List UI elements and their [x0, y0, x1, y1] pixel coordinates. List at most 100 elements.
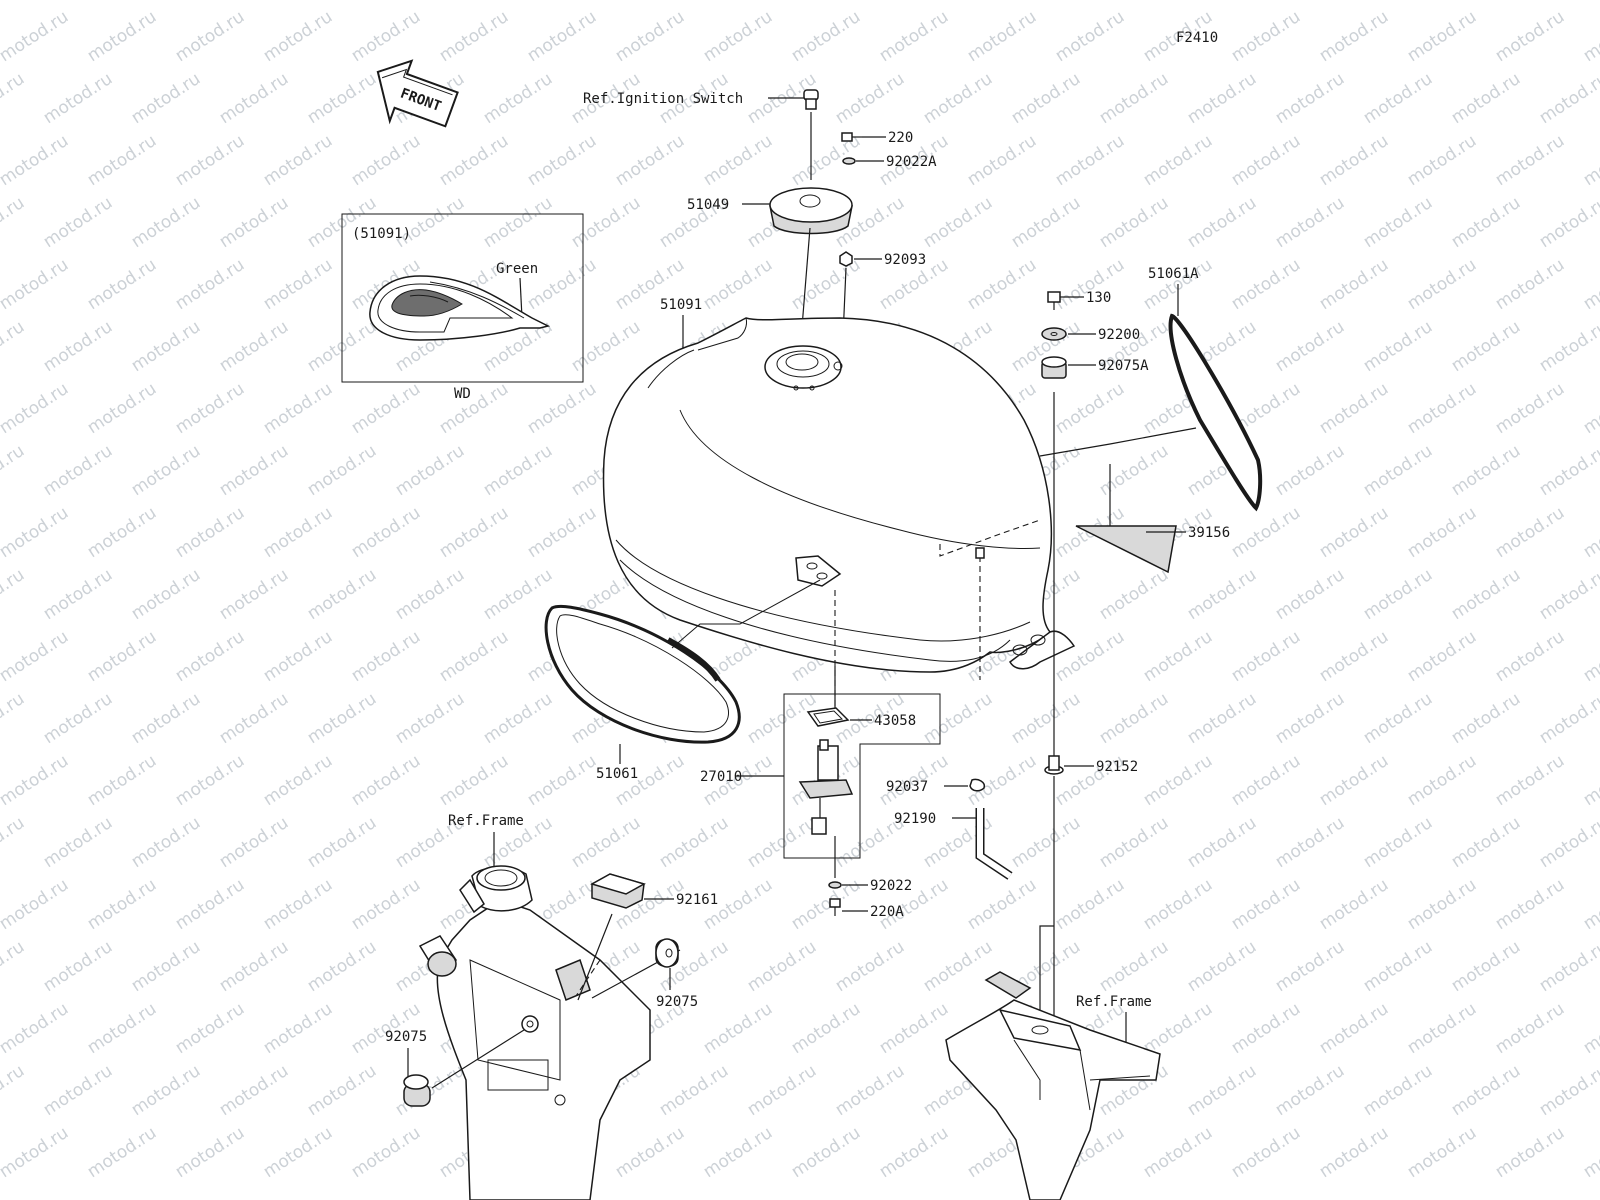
- watermark-text: motod.ru: [480, 441, 556, 500]
- watermark-text: motod.ru: [216, 565, 292, 624]
- watermark-text: motod.ru: [1536, 0, 1600, 4]
- watermark-text: motod.ru: [1580, 255, 1600, 314]
- watermark-text: motod.ru: [1008, 193, 1084, 252]
- label-51061: 51061: [596, 766, 638, 782]
- watermark-text: motod.ru: [84, 751, 160, 810]
- watermark-text: motod.ru: [260, 255, 336, 314]
- watermark-text: motod.ru: [216, 317, 292, 376]
- watermark-text: motod.ru: [216, 1061, 292, 1120]
- watermark-text: motod.ru: [1096, 689, 1172, 748]
- label-92152: 92152: [1096, 759, 1138, 775]
- watermark-text: motod.ru: [832, 1061, 908, 1120]
- watermark-text: motod.ru: [0, 565, 28, 624]
- watermark-text: motod.ru: [1316, 627, 1392, 686]
- watermark-text: motod.ru: [304, 441, 380, 500]
- washer-icon: [842, 157, 856, 165]
- watermark-text: motod.ru: [964, 131, 1040, 190]
- watermark-text: motod.ru: [1536, 813, 1600, 872]
- watermark-text: motod.ru: [1360, 441, 1436, 500]
- watermark-text: motod.ru: [920, 69, 996, 128]
- watermark-text: motod.ru: [1404, 503, 1480, 562]
- label-39156: 39156: [1188, 525, 1230, 541]
- watermark-text: motod.ru: [480, 69, 556, 128]
- watermark-text: motod.ru: [1228, 627, 1304, 686]
- watermark-text: motod.ru: [216, 0, 292, 4]
- washer-icon: [1041, 327, 1067, 341]
- watermark-text: motod.ru: [1536, 937, 1600, 996]
- collar-icon: [1044, 755, 1064, 775]
- watermark-text: motod.ru: [172, 627, 248, 686]
- watermark-text: motod.ru: [0, 689, 28, 748]
- watermark-text: motod.ru: [0, 131, 72, 190]
- watermark-text: motod.ru: [128, 565, 204, 624]
- watermark-text: motod.ru: [1404, 875, 1480, 934]
- watermark-text: motod.ru: [1272, 0, 1348, 4]
- watermark-text: motod.ru: [1448, 813, 1524, 872]
- watermark-text: motod.ru: [1140, 751, 1216, 810]
- watermark-text: motod.ru: [1316, 379, 1392, 438]
- watermark-text: motod.ru: [1360, 937, 1436, 996]
- watermark-text: motod.ru: [1272, 1061, 1348, 1120]
- watermark-text: motod.ru: [700, 7, 776, 66]
- watermark-text: motod.ru: [172, 131, 248, 190]
- watermark-text: motod.ru: [1272, 565, 1348, 624]
- watermark-text: motod.ru: [84, 503, 160, 562]
- watermark-text: motod.ru: [304, 69, 380, 128]
- watermark-text: motod.ru: [1580, 379, 1600, 438]
- tank-decal-icon: [369, 275, 551, 341]
- watermark-text: motod.ru: [260, 999, 336, 1058]
- watermark-text: motod.ru: [0, 0, 28, 4]
- watermark-text: motod.ru: [436, 627, 512, 686]
- watermark-text: motod.ru: [260, 627, 336, 686]
- watermark-text: motod.ru: [1448, 441, 1524, 500]
- watermark-text: motod.ru: [700, 999, 776, 1058]
- watermark-text: motod.ru: [392, 441, 468, 500]
- grommet-icon: [1041, 356, 1067, 379]
- watermark-text: motod.ru: [832, 69, 908, 128]
- watermark-text: motod.ru: [1140, 131, 1216, 190]
- watermark-text: motod.ru: [1272, 689, 1348, 748]
- watermark-text: motod.ru: [128, 937, 204, 996]
- watermark-text: motod.ru: [876, 1123, 952, 1182]
- watermark-text: motod.ru: [348, 7, 424, 66]
- watermark-text: motod.ru: [524, 7, 600, 66]
- watermark-text: motod.ru: [1272, 317, 1348, 376]
- watermark-text: motod.ru: [128, 317, 204, 376]
- watermark-text: motod.ru: [1228, 255, 1304, 314]
- watermark-text: motod.ru: [744, 689, 820, 748]
- label-27010: 27010: [700, 769, 742, 785]
- watermark-text: motod.ru: [40, 689, 116, 748]
- watermark-text: motod.ru: [1492, 7, 1568, 66]
- damper-icon: [655, 938, 679, 968]
- watermark-text: motod.ru: [612, 1123, 688, 1182]
- watermark-text: motod.ru: [920, 193, 996, 252]
- watermark-text: motod.ru: [1008, 813, 1084, 872]
- watermark-text: motod.ru: [40, 813, 116, 872]
- watermark-text: motod.ru: [40, 193, 116, 252]
- watermark-text: motod.ru: [1228, 7, 1304, 66]
- watermark-text: motod.ru: [1316, 255, 1392, 314]
- label-ref-frame-right: Ref.Frame: [1076, 994, 1152, 1010]
- watermark-text: motod.ru: [1052, 875, 1128, 934]
- label-92075-left: 92075: [385, 1029, 427, 1045]
- watermark-text: motod.ru: [656, 1061, 732, 1120]
- watermark-text: motod.ru: [480, 193, 556, 252]
- watermark-text: motod.ru: [1536, 69, 1600, 128]
- watermark-text: motod.ru: [1228, 875, 1304, 934]
- watermark-text: motod.ru: [1404, 131, 1480, 190]
- watermark-text: motod.ru: [1184, 193, 1260, 252]
- watermark-text: motod.ru: [1140, 1123, 1216, 1182]
- watermark-text: motod.ru: [304, 565, 380, 624]
- watermark-text: motod.ru: [1448, 937, 1524, 996]
- watermark-text: motod.ru: [0, 627, 72, 686]
- watermark-text: motod.ru: [1448, 689, 1524, 748]
- watermark-text: motod.ru: [0, 441, 28, 500]
- watermark-text: motod.ru: [1536, 317, 1600, 376]
- watermark-text: motod.ru: [480, 689, 556, 748]
- watermark-text: motod.ru: [0, 379, 72, 438]
- watermark-text: motod.ru: [392, 689, 468, 748]
- watermark-text: motod.ru: [1360, 689, 1436, 748]
- watermark-text: motod.ru: [128, 69, 204, 128]
- watermark-text: motod.ru: [1096, 0, 1172, 4]
- watermark-text: motod.ru: [524, 379, 600, 438]
